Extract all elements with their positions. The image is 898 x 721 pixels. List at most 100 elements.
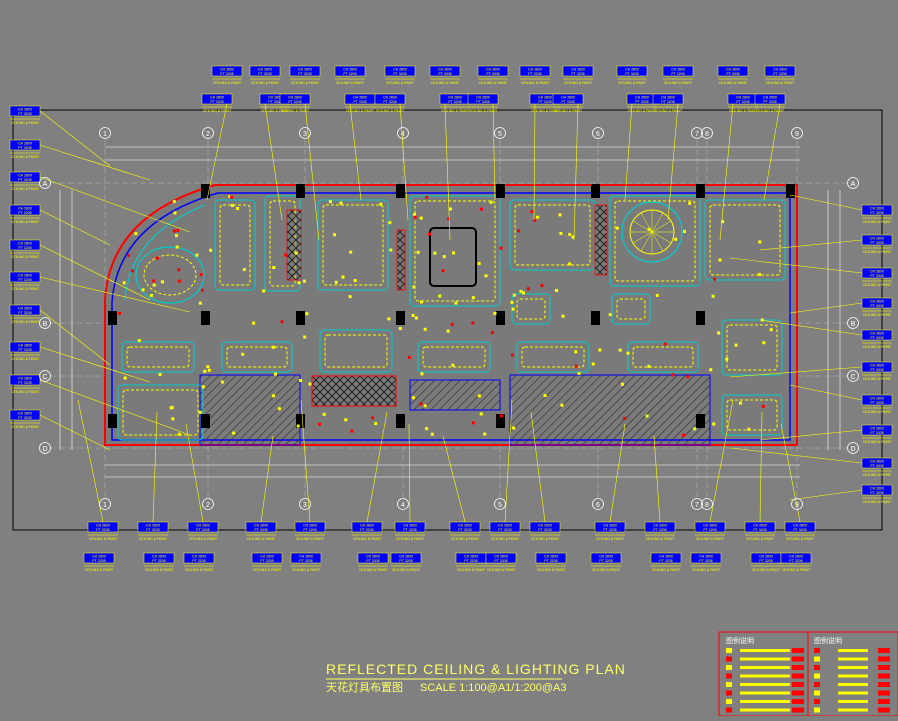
light-trough xyxy=(726,324,778,371)
light-trough xyxy=(516,298,546,320)
downlight xyxy=(416,250,420,254)
downlight xyxy=(762,341,766,345)
svg-text:CH 2800: CH 2800 xyxy=(870,460,884,464)
spotlight xyxy=(480,207,484,211)
downlight xyxy=(433,251,437,255)
downlight xyxy=(769,328,773,332)
svg-text:PT 3208: PT 3208 xyxy=(146,528,159,532)
svg-text:CH 2800: CH 2800 xyxy=(393,68,407,72)
light-trough xyxy=(709,204,781,276)
center-coffer xyxy=(429,227,477,287)
column xyxy=(396,311,405,325)
downlight xyxy=(454,301,458,305)
svg-text:CH 2800: CH 2800 xyxy=(603,524,617,528)
legend-right-header: 图例说明 xyxy=(814,636,842,645)
svg-text:PT 3208: PT 3208 xyxy=(538,528,551,532)
svg-text:CEILING & PAINT: CEILING & PAINT xyxy=(618,81,647,85)
svg-text:CH 2800: CH 2800 xyxy=(870,364,884,368)
svg-text:CH 2800: CH 2800 xyxy=(18,174,32,178)
column xyxy=(696,414,705,428)
legend-code-bar xyxy=(792,690,804,696)
downlight xyxy=(423,327,427,331)
downlight xyxy=(172,200,176,204)
spotlight xyxy=(152,279,156,283)
column xyxy=(496,184,505,198)
svg-text:PT 3208: PT 3208 xyxy=(870,241,883,245)
spotlight xyxy=(177,279,181,283)
svg-text:CEILING & PAINT: CEILING & PAINT xyxy=(392,568,421,572)
spotlight xyxy=(450,322,454,326)
grid-bubble-col-top: 3 xyxy=(299,127,311,139)
svg-text:PT 3208: PT 3208 xyxy=(870,304,883,308)
downlight xyxy=(160,280,164,284)
svg-text:CH 2800: CH 2800 xyxy=(18,274,32,278)
downlight xyxy=(734,343,738,347)
svg-text:CEILING & PAINT: CEILING & PAINT xyxy=(292,568,321,572)
svg-text:CH 2800: CH 2800 xyxy=(299,555,313,559)
svg-text:PT 3208: PT 3208 xyxy=(353,100,366,104)
downlight xyxy=(412,396,416,400)
downlight xyxy=(379,202,383,206)
downlight xyxy=(387,317,391,321)
downlight xyxy=(682,229,686,233)
legend-code-bar xyxy=(878,648,890,653)
grid-bubble-col-top: 7 xyxy=(691,127,703,139)
svg-text:CH 2800: CH 2800 xyxy=(561,96,575,100)
svg-text:4: 4 xyxy=(401,131,405,138)
downlight xyxy=(510,300,514,304)
svg-text:CEILING & PAINT: CEILING & PAINT xyxy=(431,81,460,85)
svg-text:CEILING & PAINT: CEILING & PAINT xyxy=(386,81,415,85)
downlight xyxy=(674,237,678,241)
spotlight xyxy=(200,288,204,292)
svg-text:PT 3208: PT 3208 xyxy=(659,559,672,563)
svg-text:CEILING & PAINT: CEILING & PAINT xyxy=(11,220,40,224)
scale-text: SCALE 1:100@A1/1:200@A3 xyxy=(420,682,566,694)
legend-code-bar xyxy=(792,648,804,653)
ceiling-panel xyxy=(611,293,651,325)
spotlight xyxy=(623,416,627,420)
svg-text:CH 2800: CH 2800 xyxy=(599,555,613,559)
svg-text:CH 2800: CH 2800 xyxy=(870,300,884,304)
downlight xyxy=(451,363,455,367)
downlight xyxy=(626,351,630,355)
svg-text:CH 2800: CH 2800 xyxy=(486,68,500,72)
light-trough xyxy=(322,204,384,286)
downlight xyxy=(412,285,416,289)
svg-text:PT 3208: PT 3208 xyxy=(260,559,273,563)
svg-text:PT 3208: PT 3208 xyxy=(18,416,31,420)
svg-text:PT 3208: PT 3208 xyxy=(661,100,674,104)
downlight xyxy=(294,251,298,255)
svg-text:CH 2800: CH 2800 xyxy=(458,524,472,528)
dimension-lines xyxy=(59,146,841,478)
svg-text:5: 5 xyxy=(498,131,502,138)
svg-text:CEILING & PAINT: CEILING & PAINT xyxy=(396,537,425,541)
legend-code-bar xyxy=(792,682,804,687)
svg-text:PT 3208: PT 3208 xyxy=(298,72,311,76)
svg-text:CEILING & PAINT: CEILING & PAINT xyxy=(652,568,681,572)
ceiling-panel xyxy=(721,394,783,436)
downlight xyxy=(448,207,452,211)
svg-text:A: A xyxy=(43,181,48,188)
legend-text-bar xyxy=(838,674,868,678)
downlight xyxy=(511,307,515,311)
downlight xyxy=(414,316,418,320)
downlight xyxy=(175,245,179,249)
svg-text:PT 3208: PT 3208 xyxy=(736,100,749,104)
legend-code-bar xyxy=(878,690,890,696)
spotlight xyxy=(490,331,494,335)
svg-text:PT 3208: PT 3208 xyxy=(366,559,379,563)
leader-lines xyxy=(39,103,863,523)
svg-text:CH 2800: CH 2800 xyxy=(18,207,32,211)
downlight xyxy=(349,250,353,254)
downlight xyxy=(411,313,415,317)
svg-text:CEILING & PAINT: CEILING & PAINT xyxy=(746,537,775,541)
